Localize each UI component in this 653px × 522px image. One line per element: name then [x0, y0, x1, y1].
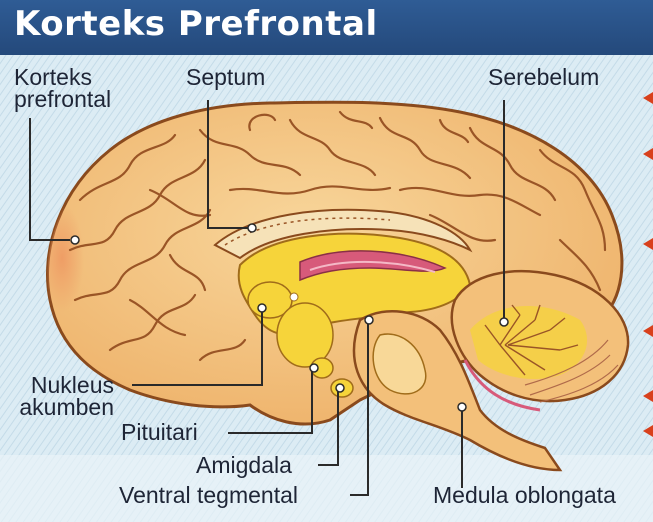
label-korteks-prefrontal: Korteks prefrontal	[14, 66, 111, 110]
diagram-title: Korteks Prefrontal	[14, 4, 378, 44]
label-pituitari: Pituitari	[121, 421, 198, 443]
label-amigdala: Amigdala	[196, 454, 292, 476]
title-bar: Korteks Prefrontal	[0, 0, 653, 58]
label-ventral-tegmental: Ventral tegmental	[119, 484, 298, 506]
label-serebelum: Serebelum	[488, 66, 599, 88]
label-septum: Septum	[186, 66, 265, 88]
label-nukleus-akumben: Nukleus akumben	[0, 374, 114, 418]
brain-illustration	[0, 55, 653, 522]
label-medula-oblongata: Medula oblongata	[433, 484, 616, 506]
